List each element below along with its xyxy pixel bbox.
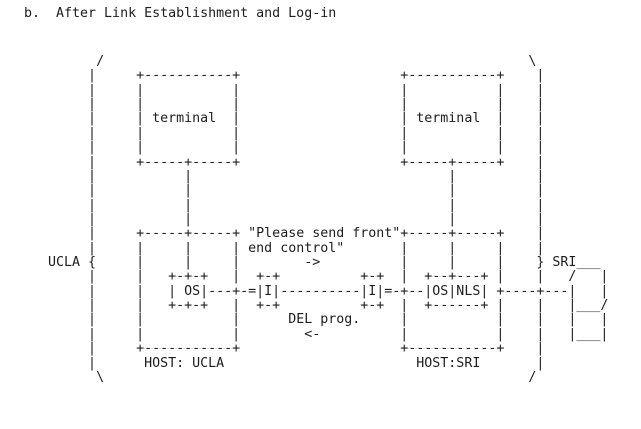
figure-title: b. After Link Establishment and Log-in — [24, 6, 337, 21]
ascii-network-diagram: / \ | +-----------+ +-----------+ | | | … — [48, 54, 609, 385]
